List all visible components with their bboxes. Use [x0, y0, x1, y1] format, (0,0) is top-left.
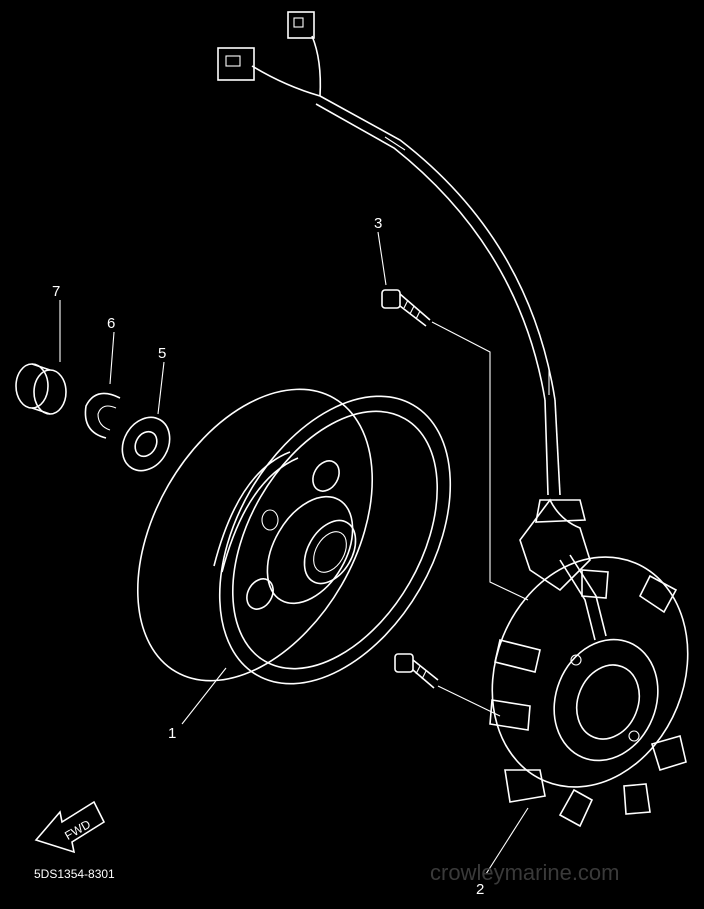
washer — [121, 416, 171, 472]
leader-lines — [59, 231, 529, 875]
stator-assembly — [489, 498, 689, 828]
diagram-code: 5DS1354-8301 — [34, 867, 115, 881]
callout-7: 7 — [52, 283, 60, 300]
wiring-harness — [217, 11, 561, 496]
circlip — [84, 392, 121, 439]
callout-6: 6 — [107, 315, 115, 332]
callout-1: 1 — [168, 725, 176, 742]
flywheel-rotor — [136, 388, 452, 685]
screw-lower — [394, 653, 501, 717]
callout-5: 5 — [158, 345, 166, 362]
nut — [15, 363, 67, 415]
fwd-direction-badge: FWD — [34, 800, 106, 854]
watermark: crowleymarine.com — [430, 860, 620, 885]
callout-3: 3 — [374, 215, 382, 232]
callout-2: 2 — [476, 881, 484, 898]
screw-upper — [381, 289, 529, 601]
